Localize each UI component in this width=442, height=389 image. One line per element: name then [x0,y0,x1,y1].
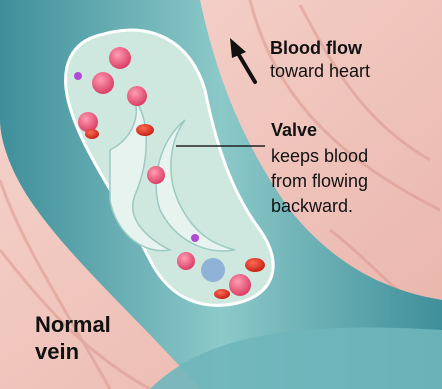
valve-description-line: from flowing [271,169,431,194]
valve-description: keeps blood from flowing backward. [271,144,431,219]
valve-description-line: keeps blood [271,144,431,169]
normal-vein-label-line: Normal [35,311,155,338]
valve-description-line: backward. [271,194,431,219]
blood-flow-title: Blood flow [270,38,362,59]
blood-flow-description: toward heart [270,61,370,82]
valve-title: Valve [271,120,317,141]
normal-vein-label: Normal vein [35,311,155,365]
normal-vein-label-line: vein [35,338,155,365]
